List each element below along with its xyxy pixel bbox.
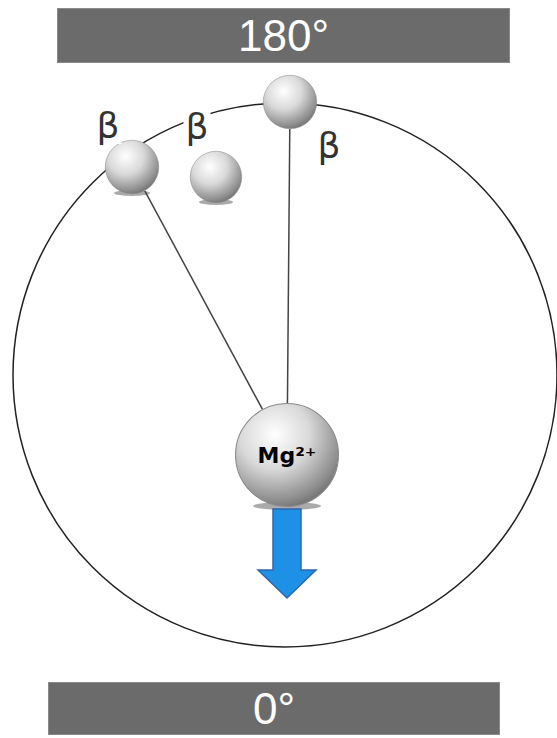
- bond-line: [145, 191, 263, 409]
- sphere-shape: [236, 404, 339, 507]
- orbit-circle: [13, 103, 557, 647]
- angle-band: 0°: [48, 682, 500, 735]
- beta-label: β: [316, 128, 343, 164]
- sphere-shape: [263, 75, 317, 129]
- direction-arrow: [258, 509, 316, 598]
- sphere-shape: [105, 140, 158, 193]
- ion-sphere: Mg²⁺: [235, 403, 339, 507]
- angle-band: 180°: [57, 8, 510, 63]
- sphere-shape: [190, 151, 242, 203]
- bond-line: [287, 129, 289, 403]
- sphere-shape: [190, 151, 241, 202]
- ligand-sphere: β: [263, 75, 317, 129]
- sphere-shape: [263, 75, 316, 128]
- ligand-sphere: β: [190, 151, 242, 203]
- angle-label: 0°: [253, 687, 295, 731]
- angle-label: 180°: [238, 14, 329, 58]
- direction-arrow: [258, 509, 316, 598]
- beta-label: β: [95, 108, 122, 144]
- ion-label: Mg²⁺: [258, 443, 317, 468]
- sphere-shape: [105, 140, 159, 194]
- ligand-sphere: β: [105, 140, 159, 194]
- beta-label: β: [184, 109, 211, 145]
